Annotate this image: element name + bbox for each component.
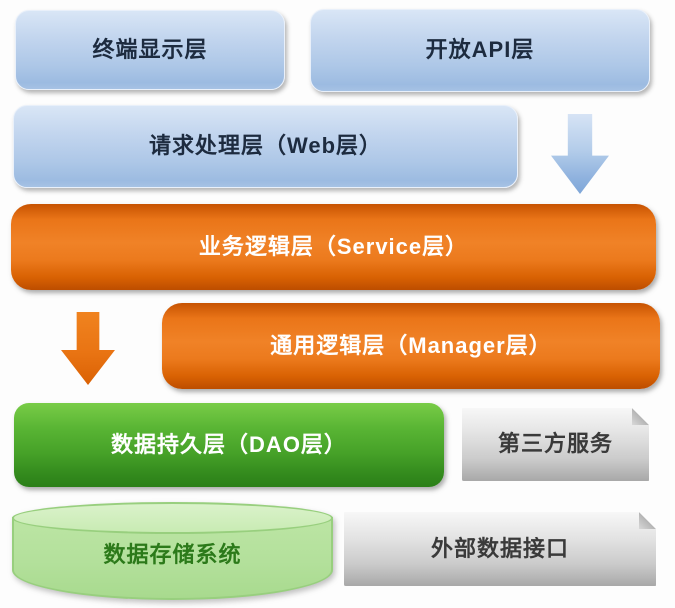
data-storage-cylinder: 数据存储系统 [12,502,333,600]
layer-manager: 通用逻辑层（Manager层） [162,303,660,389]
layer-service-label: 业务逻辑层（Service层） [198,233,469,259]
down-arrow-icon [551,114,609,194]
layer-dao-label: 数据持久层（DAO层） [111,431,347,457]
layer-manager-label: 通用逻辑层（Manager层） [270,332,552,358]
layer-terminal-display: 终端显示层 [15,10,285,90]
third-party-services-label: 第三方服务 [497,431,613,457]
layer-web: 请求处理层（Web层） [13,105,518,188]
layer-service: 业务逻辑层（Service层） [11,204,656,290]
data-storage-label: 数据存储系统 [103,542,242,567]
cylinder-top-ellipse [12,502,333,534]
third-party-services-box: 第三方服务 [462,408,649,481]
external-data-interface-label: 外部数据接口 [430,535,569,561]
layer-terminal-display-label: 终端显示层 [92,36,208,62]
layer-web-label: 请求处理层（Web层） [148,133,383,159]
layer-open-api: 开放API层 [310,9,650,92]
down-arrow-icon [61,312,115,385]
layer-open-api-label: 开放API层 [425,37,535,63]
layer-dao: 数据持久层（DAO层） [14,403,444,487]
external-data-interface-box: 外部数据接口 [344,512,656,586]
